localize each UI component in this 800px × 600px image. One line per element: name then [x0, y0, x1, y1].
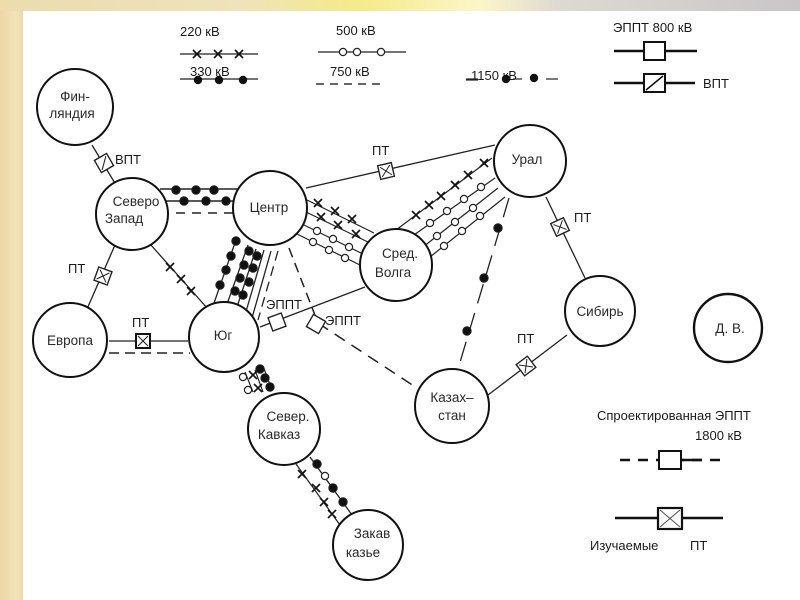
nodes: Фин- ляндия ВПТ Северо Запад Центр ПТ Ев… [32, 68, 764, 581]
legend-220kv-line [180, 49, 258, 59]
legend-1150kv-label: 1150 кВ [471, 68, 517, 83]
legend-1150kv-line [466, 73, 558, 84]
label-pt-siberia-kazakhstan: ПТ [517, 331, 534, 346]
top-decorative-strip [0, 0, 800, 11]
label-eppt-center-kazakhstan: ЭППТ [325, 313, 361, 328]
legend-eppt800-label: ЭППТ 800 кВ [613, 20, 692, 35]
link-ural-kazakhstan [457, 197, 510, 370]
node-ural-label: Урал [512, 152, 543, 167]
node-volga-label-1: Сред. [382, 246, 418, 261]
legend-designed-eppt-label: Спроектированная ЭППТ [597, 408, 751, 423]
legend-designed-eppt-symbol [620, 450, 723, 470]
node-south[interactable]: Юг [188, 301, 260, 373]
node-finland-label-2: ляндия [49, 106, 94, 121]
legend-studied-label: Изучаемые [590, 538, 658, 553]
diagram-canvas [23, 11, 800, 600]
legend-vpt-symbol [614, 73, 695, 93]
node-volga-label-2: Волга [375, 265, 412, 280]
link-center-south [212, 236, 279, 321]
node-volga[interactable]: Сред. Волга [359, 228, 433, 302]
link-northwest-center [160, 185, 247, 214]
label-pt-europe-south: ПТ [132, 315, 149, 330]
node-fareast[interactable]: Д. В. [692, 292, 764, 364]
legend-500kv-line [318, 47, 406, 57]
link-ural-siberia [545, 196, 586, 279]
legend-studied-pt-label: ПТ [690, 538, 707, 553]
node-ncaucasus[interactable]: Север. Кавказ [247, 392, 321, 466]
node-europe[interactable]: Европа [32, 302, 108, 378]
node-transcaucasus[interactable]: Закав казье [332, 509, 404, 581]
link-siberia-kazakhstan [487, 334, 568, 396]
link-south-volga [259, 286, 366, 332]
link-south-ncaucasus [238, 364, 275, 395]
link-europe-south [109, 333, 190, 354]
legend: 220 кВ 330 кВ 500 кВ 750 кВ 1150 кВ ЭППТ… [180, 20, 751, 553]
node-kazakhstan-label-2: стан [438, 408, 466, 423]
legend-330kv-label: 330 кВ [190, 64, 230, 79]
node-europe-label: Европа [47, 333, 94, 348]
label-pt-nw-europe: ПТ [68, 261, 85, 276]
node-finland[interactable]: Фин- ляндия [36, 68, 114, 146]
link-center-ural [305, 144, 496, 189]
node-transcaucasus-label-2: казье [346, 545, 380, 560]
legend-eppt800-symbol [614, 41, 697, 61]
link-northwest-europe [86, 244, 116, 310]
legend-studied-pt-symbol [615, 506, 723, 531]
node-center-label: Центр [250, 200, 289, 215]
legend-vpt-label: ВПТ [703, 76, 729, 91]
node-ncaucasus-label-1: Север. [266, 409, 309, 424]
legend-330kv-line [180, 75, 258, 85]
node-ural[interactable]: Урал [493, 124, 567, 198]
node-kazakhstan-label-1: Казах– [430, 390, 474, 405]
link-volga-ural [391, 157, 506, 258]
label-vpt-finland: ВПТ [115, 152, 141, 167]
node-transcaucasus-label-1: Закав [354, 526, 391, 541]
node-siberia[interactable]: Сибирь [564, 275, 636, 347]
node-northwest-label-2: Запад [105, 211, 143, 226]
links [86, 144, 586, 526]
node-fareast-label: Д. В. [715, 321, 744, 336]
node-kazakhstan[interactable]: Казах– стан [414, 368, 490, 444]
node-northwest-label-1: Северо [113, 194, 160, 209]
node-ncaucasus-label-2: Кавказ [258, 427, 300, 442]
link-finland-northwest [91, 144, 117, 186]
node-finland-label-1: Фин- [60, 89, 90, 104]
node-south-label: Юг [214, 328, 233, 343]
node-northwest[interactable]: Северо Запад [95, 177, 169, 251]
label-pt-center-ural: ПТ [372, 143, 389, 158]
link-center-kazakhstan [288, 247, 424, 393]
link-northwest-south [149, 243, 209, 310]
node-siberia-label: Сибирь [576, 304, 623, 319]
legend-500kv-label: 500 кВ [336, 23, 376, 38]
link-ncaucasus-transcaucasus [295, 456, 353, 526]
label-eppt-south-volga: ЭППТ [266, 297, 302, 312]
node-center[interactable]: Центр [232, 170, 308, 246]
legend-220kv-label: 220 кВ [180, 24, 220, 39]
legend-designed-eppt-kv: 1800 кВ [695, 428, 742, 443]
label-pt-ural-siberia: ПТ [574, 210, 591, 225]
legend-750kv-label: 750 кВ [330, 64, 370, 79]
link-center-volga [296, 198, 375, 267]
